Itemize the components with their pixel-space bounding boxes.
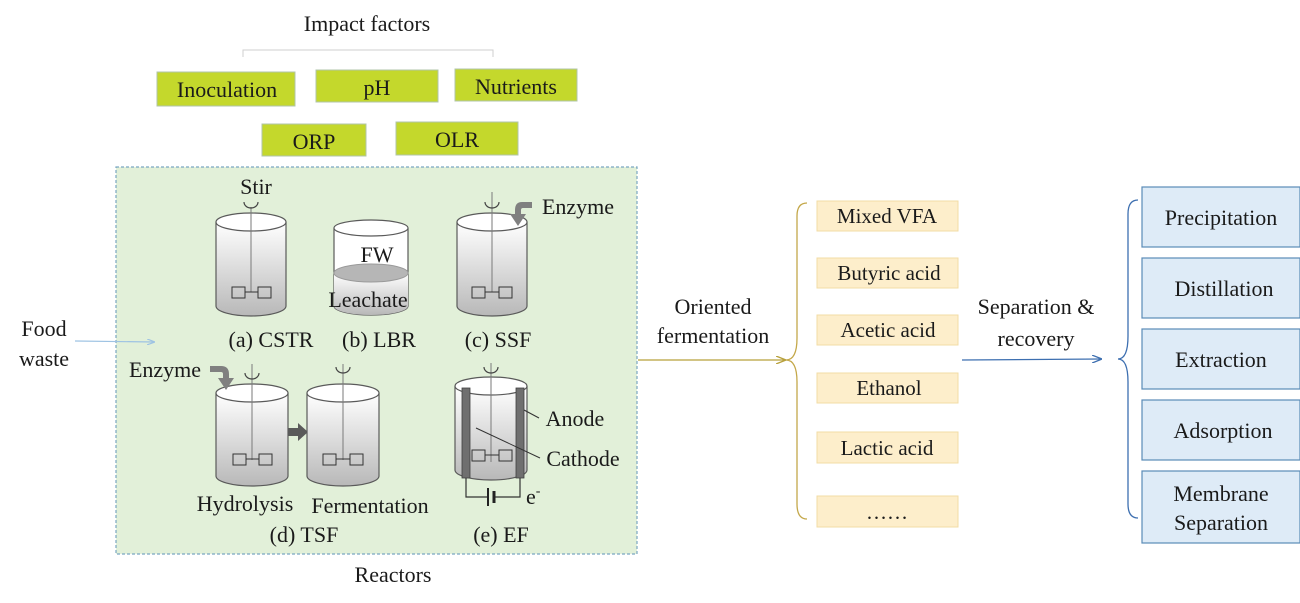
factor-label-orp: ORP [293,129,336,154]
method-box-distillation [1141,257,1300,319]
product-box-acetic-acid [816,314,959,346]
ef-reactor [454,363,541,506]
anode-label: Anode [546,406,605,431]
product-label-more: …… [866,500,908,524]
product-label-butyric-acid: Butyric acid [837,261,941,285]
method-label-distillation: Distillation [1175,276,1274,301]
method-label-membrane-line1: Membrane [1173,481,1268,506]
tsf-fermentation-reactor [306,364,380,487]
product-label-lactic-acid: Lactic acid [841,436,934,460]
leachate-label: Leachate [328,287,407,312]
factor-label-nutrients: Nutrients [475,74,557,99]
product-box-mixed-vfa [816,200,959,232]
method-label-extraction: Extraction [1175,347,1267,372]
products-bracket [785,202,808,520]
fermentation-label: Fermentation [311,493,428,518]
cstr-caption: (a) CSTR [229,327,314,352]
impact-factors-bracket [242,49,494,57]
product-box-lactic-acid [816,431,959,464]
tsf-hydrolysis-reactor [215,364,289,487]
method-label-membrane-line2: Separation [1174,510,1268,535]
ef-cathode-bar [461,387,471,479]
ssf-enzyme-label: Enzyme [542,194,614,219]
factor-box-ph [315,69,439,103]
tsf-enzyme-label: Enzyme [129,357,201,382]
cathode-label: Cathode [546,446,619,471]
factor-box-orp [261,123,367,157]
separation-recovery-line2: recovery [998,326,1075,351]
methods-bracket [1117,199,1139,519]
stir-label: Stir [240,174,272,199]
product-box-more [816,495,959,528]
reactors-caption: Reactors [355,562,432,587]
product-box-ethanol [816,372,959,404]
product-label-ethanol: Ethanol [856,376,921,400]
oriented-fermentation-line1: Oriented [675,294,752,319]
tsf-transfer-arrow [288,423,308,441]
ef-caption: (e) EF [473,522,529,547]
factor-label-olr: OLR [435,127,479,152]
lbr-reactor [333,219,409,316]
method-box-membrane-separation [1141,470,1300,544]
method-box-extraction [1141,328,1300,390]
impact-factors-title: Impact factors [304,11,430,36]
factor-box-olr [395,121,519,156]
ssf-caption: (c) SSF [465,327,532,352]
method-box-adsorption [1141,399,1300,461]
lbr-caption: (b) LBR [342,327,416,352]
cstr-reactor [215,201,287,317]
factor-label-inoculation: Inoculation [177,77,277,102]
ssf-reactor [456,192,528,317]
product-box-butyric-acid [816,257,959,289]
food-waste-arrow [74,341,154,342]
food-waste-line1: Food [21,316,66,341]
factor-label-ph: pH [364,75,391,100]
separation-recovery-line1: Separation & [978,294,1095,319]
ef-anode-bar [515,387,525,479]
oriented-fermentation-line2: fermentation [657,323,769,348]
factor-box-inoculation [156,71,296,107]
tsf-caption: (d) TSF [270,522,339,547]
hydrolysis-label: Hydrolysis [197,491,294,516]
product-label-mixed-vfa: Mixed VFA [837,204,938,228]
factor-box-nutrients [454,68,578,102]
ssf-enzyme-arrow [510,202,532,226]
food-waste-line2: waste [19,346,69,371]
separation-recovery-arrow [961,359,1101,360]
method-label-adsorption: Adsorption [1174,418,1273,443]
method-box-precipitation [1141,186,1300,248]
product-label-acetic-acid: Acetic acid [840,318,936,342]
electron-label: e- [526,484,541,509]
fw-label: FW [361,242,394,267]
tsf-enzyme-arrow [210,366,234,390]
method-label-precipitation: Precipitation [1165,205,1277,230]
